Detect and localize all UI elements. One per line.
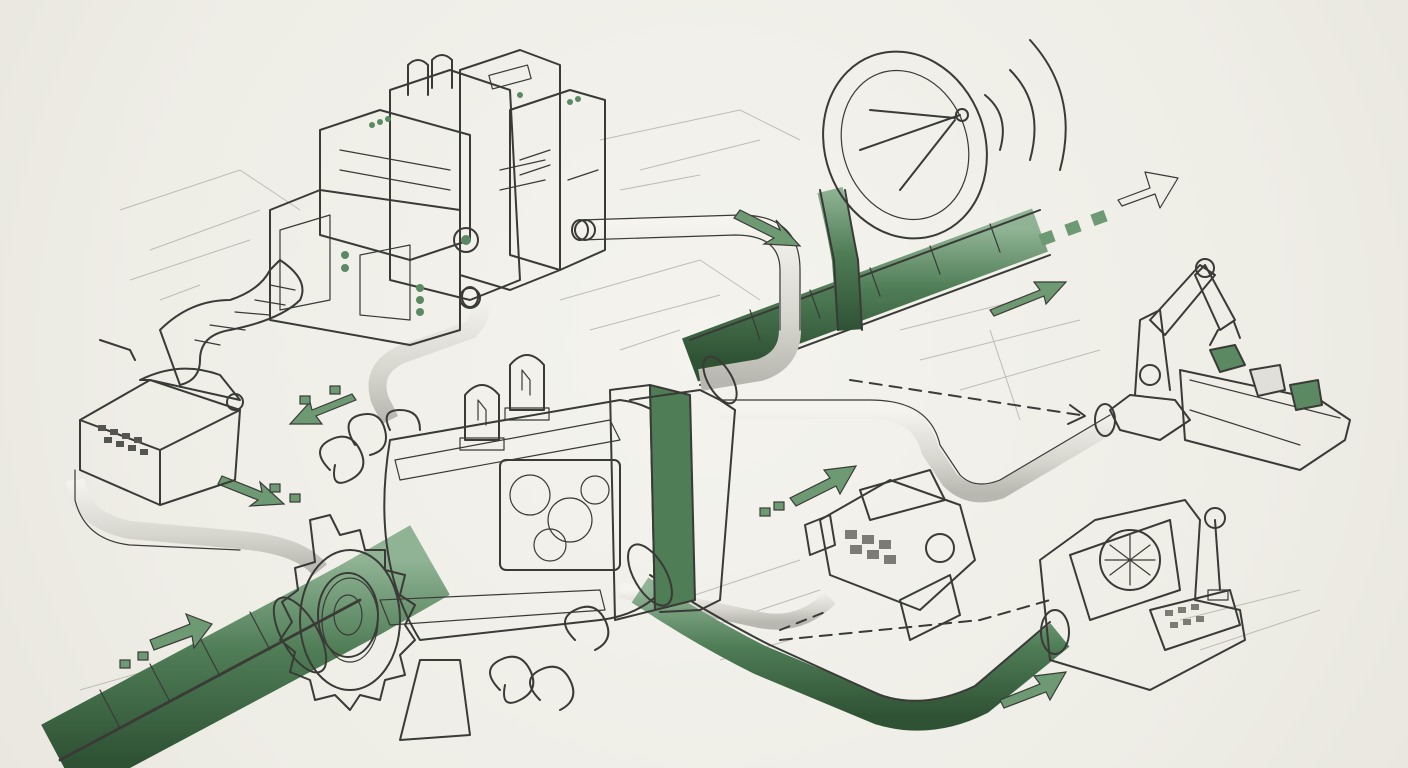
gear-machine-icon: [279, 354, 736, 741]
dashed-flow-lines: [779, 379, 1086, 641]
robot-arm-conveyor-icon: [1109, 258, 1351, 471]
main-pipe-icon: [41, 208, 1051, 768]
paper-tape-icon: [159, 259, 304, 386]
radio-console-icon: [1039, 499, 1246, 691]
satellite-dish-icon: [817, 39, 1067, 331]
typewriter-icon: [79, 339, 244, 506]
flow-arrow-icon: [1038, 171, 1179, 247]
calculator-printer-icon: [804, 469, 976, 641]
vacuum-tube-icon: [459, 354, 550, 451]
pipe-flange-rings: [272, 219, 1116, 674]
server-rack-icon: [269, 49, 606, 346]
flow-arrow-icon: [119, 209, 1068, 709]
